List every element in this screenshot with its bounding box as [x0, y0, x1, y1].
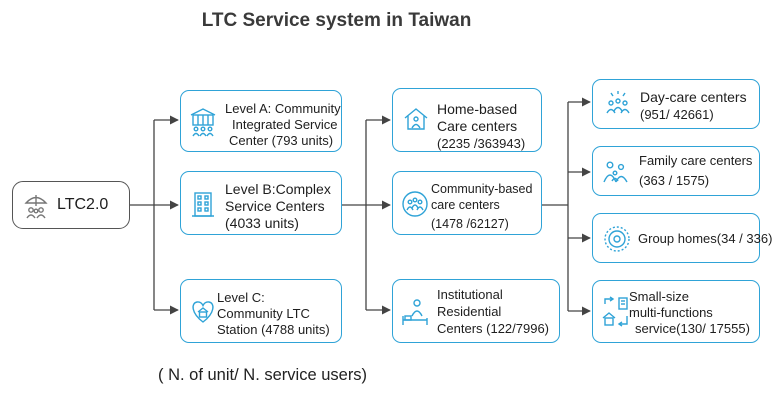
sun-group-icon — [606, 91, 630, 114]
office-building-icon — [192, 192, 214, 217]
level-b-line-3: (4033 units) — [225, 215, 299, 231]
level-b-node: Level B:Complex Service Centers (4033 un… — [180, 171, 342, 235]
building-people-icon — [190, 108, 216, 137]
small-size-node: Small-size multi-functions service(130/ … — [592, 280, 760, 343]
family-icon — [603, 161, 628, 183]
home-based-line-2: Care centers — [437, 118, 518, 134]
root-label: LTC2.0 — [57, 196, 109, 213]
home-based-node: Home-based Care centers (2235 /363943) — [392, 88, 542, 152]
house-person-icon — [404, 108, 428, 130]
family-care-node: Family care centers (363 / 1575) — [592, 146, 760, 196]
level-b-line-2: Service Centers — [225, 198, 325, 214]
institutional-line-1: Institutional — [437, 287, 503, 302]
community-based-node: Community-based care centers (1478 /6212… — [392, 171, 542, 235]
day-care-line-2: (951/ 42661) — [640, 107, 714, 122]
home-based-line-1: Home-based — [437, 101, 518, 117]
small-size-line-2: multi-functions — [629, 305, 713, 320]
institutional-line-2: Residential — [437, 304, 502, 319]
small-size-line-3: service(130/ 17555) — [635, 321, 750, 336]
institutional-line-3: Centers (122/7996) — [437, 321, 550, 336]
heart-house-icon — [192, 301, 214, 323]
diagram-title: LTC Service system in Taiwan — [201, 10, 472, 31]
umbrella-family-icon — [24, 195, 48, 219]
community-based-line-2: care centers — [431, 198, 500, 212]
level-c-line-2: Community LTC — [217, 306, 310, 321]
level-c-line-3: Station (4788 units) — [217, 322, 330, 337]
level-b-line-1: Level B:Complex — [225, 181, 331, 197]
level-a-line-2: Integrated Service — [232, 117, 338, 132]
community-based-line-1: Community-based — [431, 182, 533, 196]
community-group-icon — [402, 191, 428, 217]
footnote-legend: ( N. of unit/ N. service users) — [158, 366, 368, 384]
level-a-line-1: Level A: Community — [225, 101, 341, 116]
family-care-line-2: (363 / 1575) — [639, 173, 710, 188]
target-circle-icon — [604, 226, 630, 252]
community-based-line-3: (1478 /62127) — [431, 217, 509, 231]
family-care-line-1: Family care centers — [639, 153, 753, 168]
institutional-node: Institutional Residential Centers (122/7… — [392, 279, 560, 343]
level-c-node: Level C: Community LTC Station (4788 uni… — [180, 279, 342, 343]
root-node: LTC2.0 — [12, 181, 130, 229]
group-homes-line-1: Group homes(34 / 336) — [638, 231, 773, 246]
day-care-line-1: Day-care centers — [640, 89, 747, 105]
level-a-node: Level A: Community Integrated Service Ce… — [180, 90, 342, 152]
level-c-line-1: Level C: — [217, 290, 265, 305]
multi-service-icon — [602, 296, 628, 327]
group-homes-node: Group homes(34 / 336) — [592, 213, 772, 263]
day-care-node: Day-care centers (951/ 42661) — [592, 79, 760, 129]
level-a-line-3: Center (793 units) — [229, 133, 334, 148]
home-based-line-3: (2235 /363943) — [437, 136, 526, 151]
small-size-line-1: Small-size — [629, 289, 689, 304]
caregiver-bed-icon — [402, 299, 428, 325]
